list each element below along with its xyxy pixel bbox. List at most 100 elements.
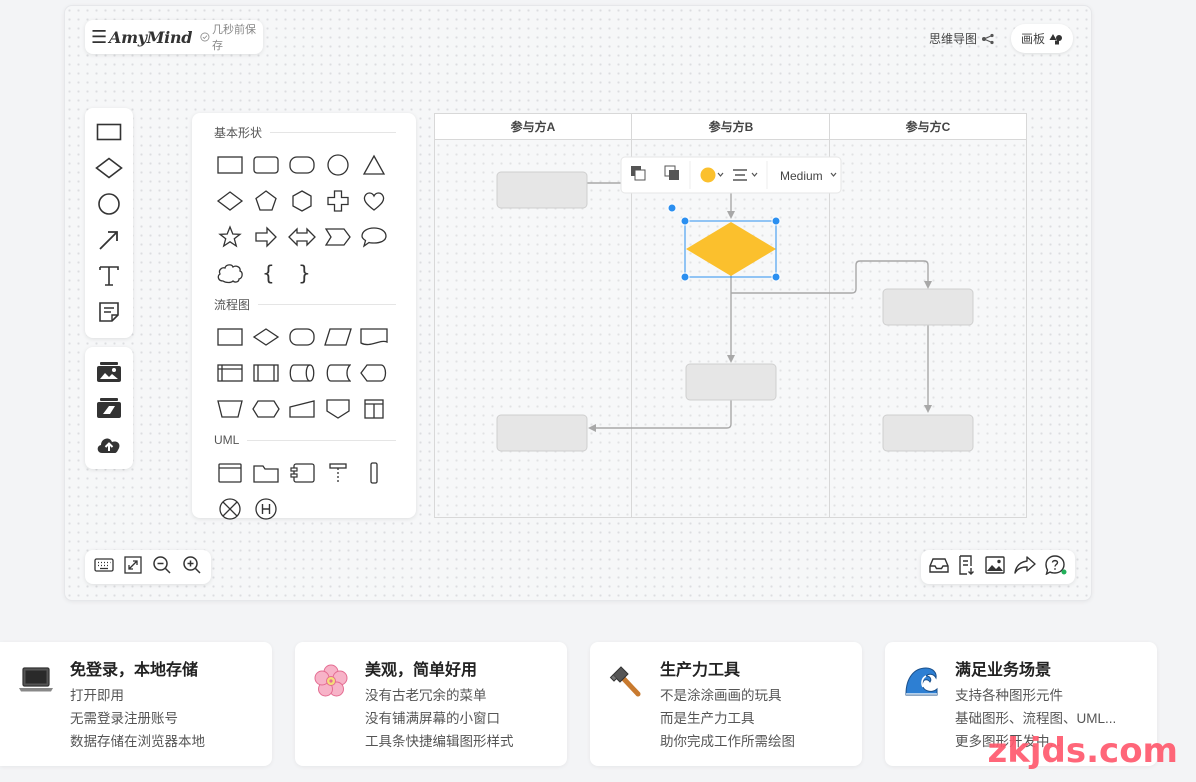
shape-chevron[interactable] [320,219,356,255]
shape-heart[interactable] [356,183,392,219]
flow-decision[interactable] [248,319,284,355]
help-icon[interactable] [1044,554,1067,580]
zoom-out-icon[interactable] [152,555,172,580]
node-a2[interactable] [496,414,588,452]
rounded-rect-icon [253,156,279,174]
shape-double-arrow[interactable] [284,219,320,255]
swimlane-diagram[interactable]: 参与方A 参与方B 参与方C [434,113,1028,518]
flow-process[interactable] [212,319,248,355]
flow-direct-data[interactable] [284,355,320,391]
uml-package[interactable] [248,455,284,491]
uml-lifeline[interactable] [320,455,356,491]
send-back-button[interactable] [664,165,679,180]
manual-operation-icon [217,400,243,418]
rectangle-tool[interactable] [91,114,127,150]
inbox-icon[interactable] [929,556,950,579]
note-tool[interactable] [91,294,127,330]
open-file-button[interactable] [91,390,127,426]
bring-front-button[interactable] [631,166,646,181]
shape-cross[interactable] [320,183,356,219]
node-c2[interactable] [882,414,974,452]
shape-left-brace[interactable]: { [248,255,284,291]
arrow-tool[interactable] [91,222,127,258]
stroke-width-select[interactable]: Medium [780,169,823,183]
basic-shapes-title: 基本形状 [214,125,263,140]
mindmap-link[interactable]: 思维导图 [929,30,995,47]
shape-hexagon[interactable] [284,183,320,219]
shape-pentagon[interactable] [248,183,284,219]
zoom-toolbar [85,550,211,584]
menu-icon[interactable]: ☰ [91,27,108,47]
align-button[interactable] [733,169,758,181]
laptop-icon [18,664,54,700]
selection-handle-bl[interactable] [680,272,690,282]
export-toolbar [921,550,1075,584]
upload-button[interactable] [91,426,127,462]
svg-text:}: } [298,261,311,285]
share-icon[interactable] [1014,555,1036,579]
rotate-handle[interactable] [667,203,677,213]
data-icon [324,328,352,346]
shape-arrow-right[interactable] [248,219,284,255]
shape-circle[interactable] [320,147,356,183]
flow-internal-storage[interactable] [212,355,248,391]
shape-star[interactable] [212,219,248,255]
shape-speech-bubble[interactable] [356,219,392,255]
flow-predefined-process[interactable] [248,355,284,391]
flow-data[interactable] [320,319,356,355]
pill-icon [289,156,315,174]
feature-line: 没有古老冗余的菜单 [365,688,487,703]
shape-right-brace[interactable]: } [284,255,320,291]
flow-terminator[interactable] [284,319,320,355]
feature-line: 不是涂涂画画的玩具 [660,688,782,703]
table-icon [364,399,384,419]
shape-rounded-rect[interactable] [248,147,284,183]
shape-pill[interactable] [284,147,320,183]
node-c1[interactable] [882,288,974,326]
connector-b2-to-a2[interactable] [588,399,732,432]
open-image-button[interactable] [91,354,127,390]
ellipse-tool[interactable] [91,186,127,222]
selection-handle-br[interactable] [771,272,781,282]
node-b2[interactable] [685,363,777,401]
feature-line: 打开即用 [70,688,124,703]
flow-table[interactable] [356,391,392,427]
flow-display[interactable] [356,355,392,391]
watermark: zkjds.com [987,731,1179,771]
shape-cloud[interactable] [212,255,248,291]
divider [258,303,396,305]
image-icon[interactable] [985,555,1005,579]
uml-destroy[interactable] [212,491,248,527]
fit-screen-icon[interactable] [124,555,142,579]
uml-component-icon [290,463,315,483]
shape-triangle[interactable] [356,147,392,183]
flow-manual-operation[interactable] [212,391,248,427]
uml-component[interactable] [284,455,320,491]
text-tool[interactable] [91,258,127,294]
selected-diamond[interactable] [686,222,776,276]
flow-preparation[interactable] [248,391,284,427]
flow-off-page[interactable] [320,391,356,427]
shape-diamond[interactable] [212,183,248,219]
uml-activation[interactable] [356,455,392,491]
connector-diamond-to-c1[interactable] [731,260,932,294]
flow-manual-input[interactable] [284,391,320,427]
diamond-tool[interactable] [91,150,127,186]
canvas-button[interactable]: 画板 [1010,24,1073,53]
flow-stored-data[interactable] [320,355,356,391]
uml-history[interactable] [248,491,284,527]
svg-text:{: { [262,261,275,285]
flow-document[interactable] [356,319,392,355]
fill-color-swatch[interactable] [700,167,716,183]
uml-class[interactable] [212,455,248,491]
node-a1[interactable] [496,171,588,209]
selection-handle-tl[interactable] [680,216,690,226]
feature-card-local-storage: 免登录，本地存储 打开即用 无需登录注册账号 数据存储在浏览器本地 [0,642,272,766]
zoom-in-icon[interactable] [182,555,202,580]
shape-rectangle[interactable] [212,147,248,183]
selection-handle-tr[interactable] [771,216,781,226]
feature-line: 助你完成工作所需绘图 [660,734,795,749]
export-text-icon[interactable] [958,554,976,580]
drawing-canvas[interactable]: 参与方A 参与方B 参与方C [434,113,1028,518]
keyboard-icon[interactable] [94,557,114,577]
